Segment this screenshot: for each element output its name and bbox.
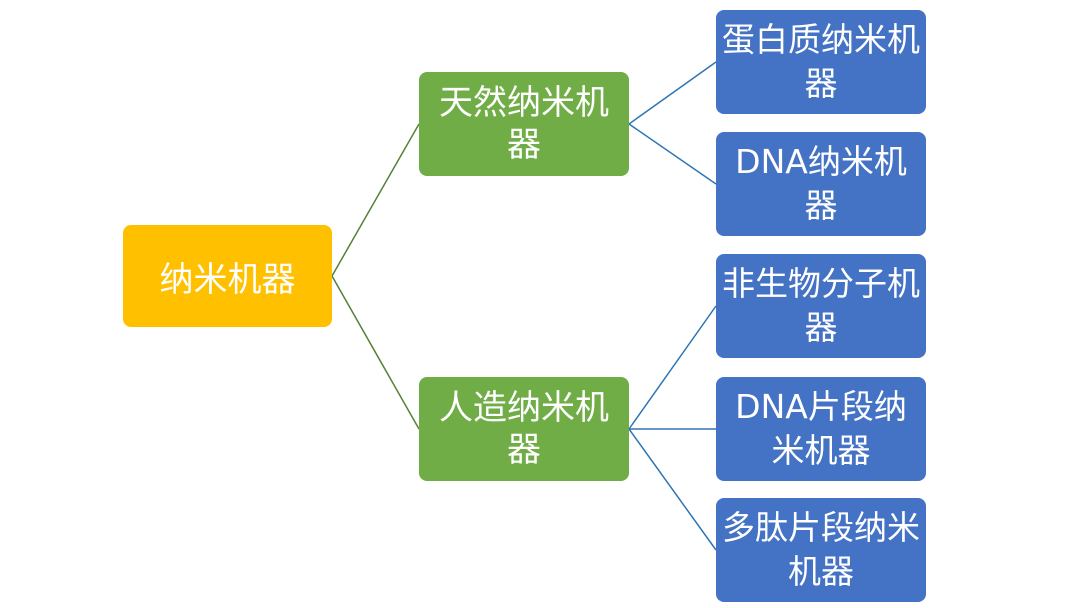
leaf-node-label: DNA纳米机器 <box>735 142 907 225</box>
leaf-node-protein: 蛋白质纳米机器 <box>716 10 926 114</box>
leaf-node-dna: DNA纳米机器 <box>716 132 926 236</box>
leaf-node-peptide-fragment: 多肽片段纳米机器 <box>716 498 926 602</box>
leaf-node-label: DNA片段纳米机器 <box>735 387 907 470</box>
root-node: 纳米机器 <box>123 225 332 327</box>
branch-node-label: 人造纳米机器 <box>439 388 609 470</box>
connector-root-natural <box>331 123 420 277</box>
root-node-label: 纳米机器 <box>159 259 296 300</box>
connector-artificial-leaf-4 <box>628 428 717 551</box>
leaf-node-label: 蛋白质纳米机器 <box>722 20 920 103</box>
branch-node-label: 天然纳米机器 <box>439 83 609 165</box>
connector-root-artificial <box>331 275 420 430</box>
connector-artificial-leaf-2 <box>628 305 717 430</box>
leaf-node-dna-fragment: DNA片段纳米机器 <box>716 377 926 481</box>
connector-natural-leaf-1 <box>628 123 717 185</box>
branch-node-natural: 天然纳米机器 <box>419 72 629 176</box>
leaf-node-non-biological: 非生物分子机器 <box>716 254 926 358</box>
leaf-node-label: 非生物分子机器 <box>722 264 920 347</box>
branch-node-artificial: 人造纳米机器 <box>419 377 629 481</box>
leaf-node-label: 多肽片段纳米机器 <box>722 508 920 591</box>
connector-natural-leaf-0 <box>628 61 717 125</box>
